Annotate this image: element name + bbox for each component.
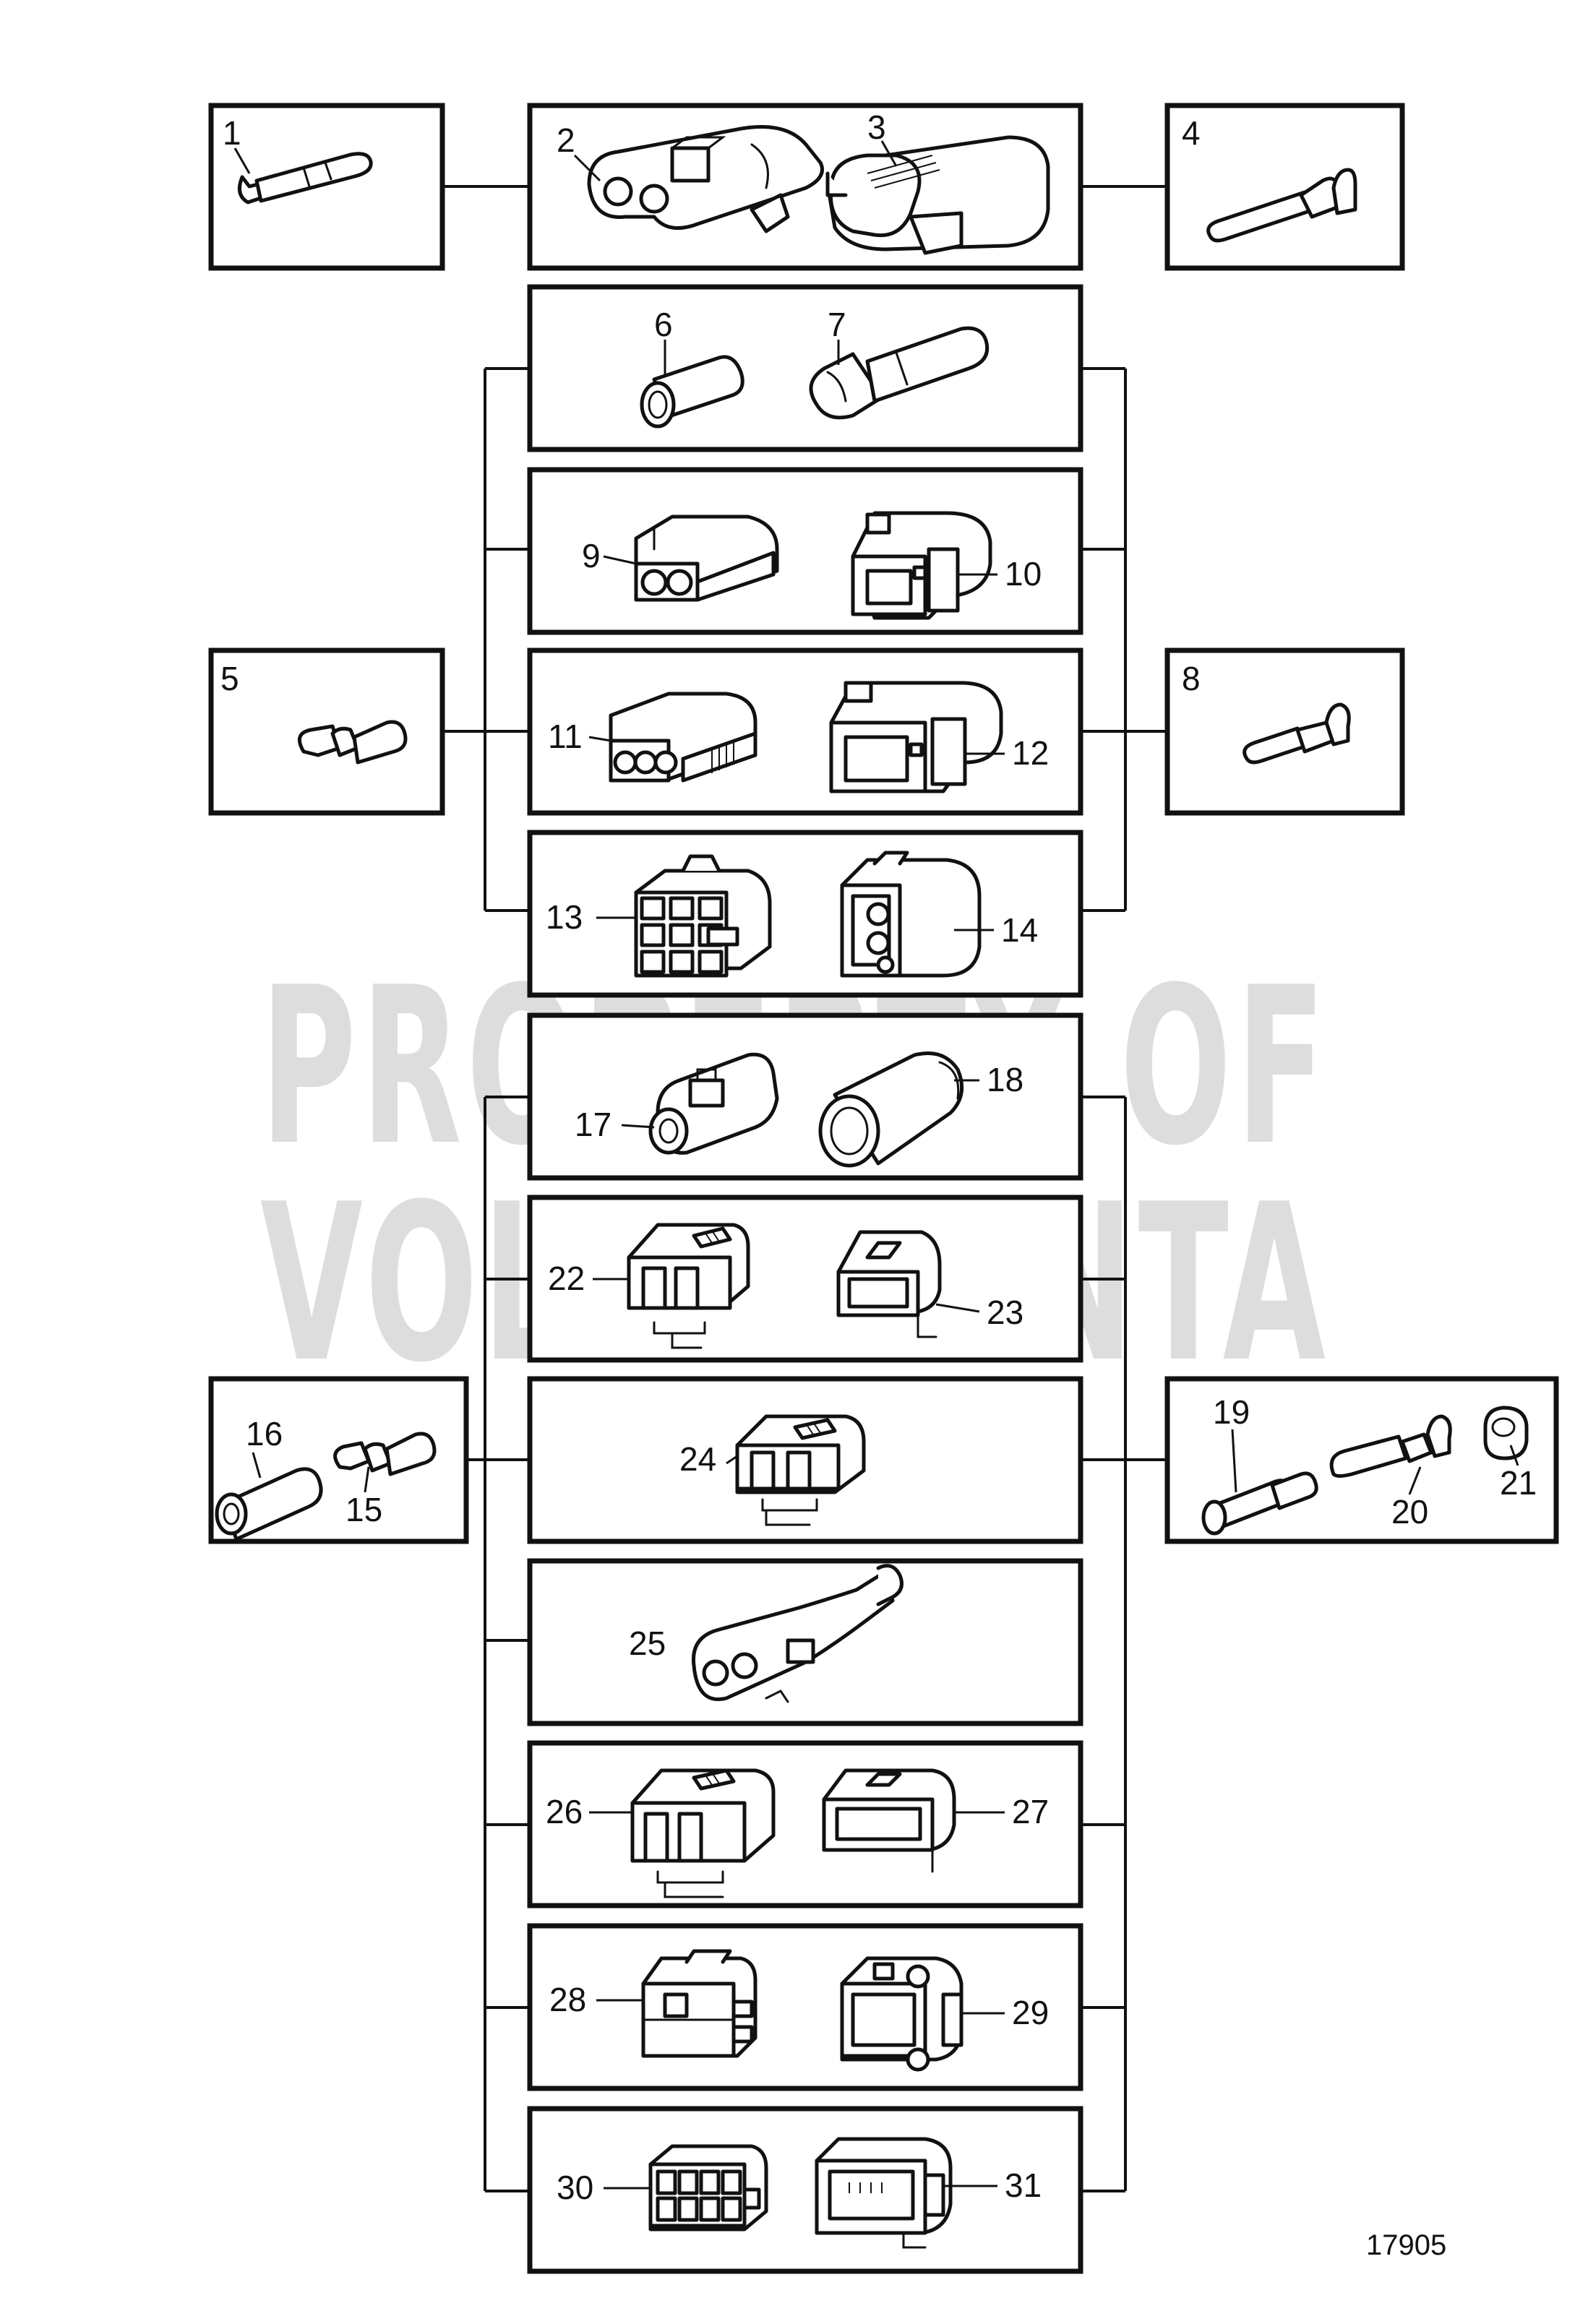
crimp-terminal-icon bbox=[297, 720, 408, 765]
connector-housing-icon bbox=[630, 1768, 776, 1898]
callout-15: 15 bbox=[346, 1491, 382, 1528]
callout-30: 30 bbox=[557, 2169, 593, 2206]
connector-housing-icon bbox=[829, 681, 1003, 793]
seal-sleeve-icon bbox=[818, 1051, 964, 1168]
drawing-number: 17905 bbox=[1366, 2229, 1446, 2261]
callout-20: 20 bbox=[1391, 1493, 1428, 1531]
callout-23: 23 bbox=[987, 1294, 1023, 1331]
callout-5: 5 bbox=[220, 660, 239, 697]
callout-27: 27 bbox=[1012, 1793, 1049, 1830]
crimp-terminal-icon bbox=[809, 326, 990, 420]
callout-10: 10 bbox=[1005, 555, 1042, 593]
crimp-terminal-icon bbox=[1206, 168, 1357, 243]
callout-28: 28 bbox=[549, 1981, 586, 2018]
callout-22: 22 bbox=[548, 1260, 585, 1297]
connector-housing-icon bbox=[609, 692, 757, 783]
callout-9: 9 bbox=[582, 537, 601, 574]
callout-12: 12 bbox=[1012, 734, 1049, 772]
connector-housing-icon bbox=[691, 1564, 904, 1703]
connector-housing-icon bbox=[815, 2137, 953, 2249]
callout-7: 7 bbox=[828, 306, 846, 343]
callout-14: 14 bbox=[1001, 911, 1038, 949]
connector-housing-icon bbox=[641, 1949, 757, 2058]
callout-8: 8 bbox=[1182, 660, 1201, 697]
box-parts-28-29 bbox=[527, 1923, 1083, 2091]
connector-housing-icon bbox=[648, 2144, 768, 2232]
crimp-terminal-icon bbox=[237, 152, 373, 205]
callout-3: 3 bbox=[867, 108, 886, 146]
callout-24: 24 bbox=[679, 1440, 716, 1478]
callout-21: 21 bbox=[1500, 1464, 1537, 1502]
connector-housing-icon bbox=[822, 1768, 956, 1873]
connector-housing-icon bbox=[648, 1052, 779, 1155]
callout-26: 26 bbox=[546, 1793, 583, 1830]
callout-19: 19 bbox=[1213, 1393, 1250, 1431]
connector-housing-icon bbox=[634, 515, 779, 602]
box-parts-17-18 bbox=[527, 1012, 1083, 1181]
callout-17: 17 bbox=[575, 1106, 611, 1143]
box-parts-26-27 bbox=[527, 1740, 1083, 1908]
crimp-terminal-icon bbox=[1329, 1414, 1452, 1478]
callout-4: 4 bbox=[1182, 114, 1201, 152]
box-parts-13-14 bbox=[527, 830, 1083, 998]
connector-housing-icon bbox=[825, 135, 1050, 255]
seal-sleeve-icon bbox=[1201, 1471, 1318, 1536]
leader-lines bbox=[233, 140, 1519, 2190]
seal-sleeve-icon bbox=[1483, 1406, 1529, 1460]
callout-labels: 1 2 3 4 5 6 7 8 9 10 11 12 13 14 15 16 1… bbox=[220, 108, 1537, 2206]
callout-13: 13 bbox=[546, 898, 583, 936]
connector-housing-icon bbox=[587, 125, 824, 233]
box-parts-9-10 bbox=[527, 467, 1083, 635]
callout-18: 18 bbox=[987, 1061, 1023, 1098]
seal-sleeve-icon bbox=[640, 355, 744, 429]
crimp-terminal-icon bbox=[333, 1432, 437, 1476]
connector-housing-icon bbox=[627, 1223, 750, 1349]
callout-16: 16 bbox=[246, 1415, 283, 1452]
callout-31: 31 bbox=[1005, 2166, 1042, 2204]
connector-housing-icon bbox=[851, 511, 992, 620]
box-part-4 bbox=[1164, 103, 1405, 271]
callout-6: 6 bbox=[654, 306, 673, 343]
callout-2: 2 bbox=[557, 121, 575, 159]
connector-housing-icon bbox=[840, 851, 982, 978]
seal-sleeve-icon bbox=[215, 1467, 323, 1541]
connector-housing-icon bbox=[840, 1956, 963, 2072]
box-parts-30-31 bbox=[527, 2106, 1083, 2274]
connector-housing-icon bbox=[836, 1230, 942, 1338]
box-parts-6-7 bbox=[527, 284, 1083, 452]
crimp-terminal-icon bbox=[1242, 702, 1351, 765]
callout-11: 11 bbox=[548, 718, 583, 755]
callout-25: 25 bbox=[629, 1624, 666, 1662]
connector-housing-icon bbox=[735, 1414, 866, 1526]
callout-1: 1 bbox=[223, 114, 241, 152]
connection-lines bbox=[442, 185, 1167, 2192]
callout-29: 29 bbox=[1012, 1994, 1049, 2031]
connector-housing-icon bbox=[634, 854, 772, 978]
